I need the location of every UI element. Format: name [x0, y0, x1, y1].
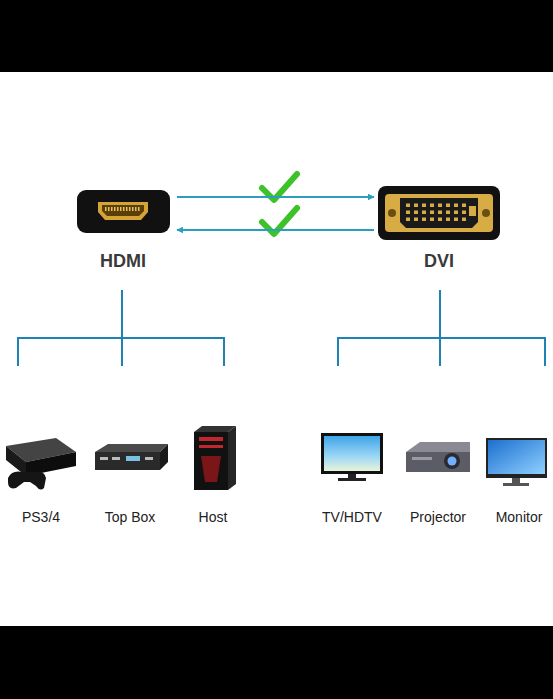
tree-connector — [338, 290, 440, 366]
device-label: TV/HDTV — [322, 508, 382, 526]
device-node: TV/HDTV — [316, 366, 388, 530]
device-node: Host — [188, 366, 238, 530]
tv-icon — [321, 433, 383, 481]
tree-connector — [440, 290, 545, 366]
console-icon — [6, 438, 76, 490]
projector-icon — [406, 442, 470, 472]
device-node: Monitor — [489, 366, 549, 530]
port-label: DVI — [424, 250, 454, 272]
device-label: Projector — [410, 508, 466, 526]
port-node: DVI — [374, 182, 504, 290]
top-bar — [0, 0, 553, 72]
dvi-port-icon — [378, 186, 500, 240]
tree-connector — [122, 290, 224, 366]
signal-arrow — [177, 196, 374, 198]
device-label: Top Box — [105, 508, 156, 526]
device-node: Projector — [403, 366, 473, 530]
monitor-icon — [486, 438, 547, 486]
port-label: HDMI — [100, 250, 146, 272]
port-node: HDMI — [69, 186, 177, 290]
device-node: PS3/4 — [4, 366, 78, 530]
signal-arrow — [177, 229, 374, 231]
device-label: Monitor — [496, 508, 543, 526]
device-label: PS3/4 — [22, 508, 60, 526]
set-top-box-icon — [95, 444, 168, 470]
bottom-bar — [0, 626, 553, 699]
pc-tower-icon — [194, 426, 236, 490]
device-label: Host — [199, 508, 228, 526]
device-node: Top Box — [92, 366, 168, 530]
hdmi-port-icon — [77, 190, 170, 233]
tree-connector — [18, 290, 122, 366]
